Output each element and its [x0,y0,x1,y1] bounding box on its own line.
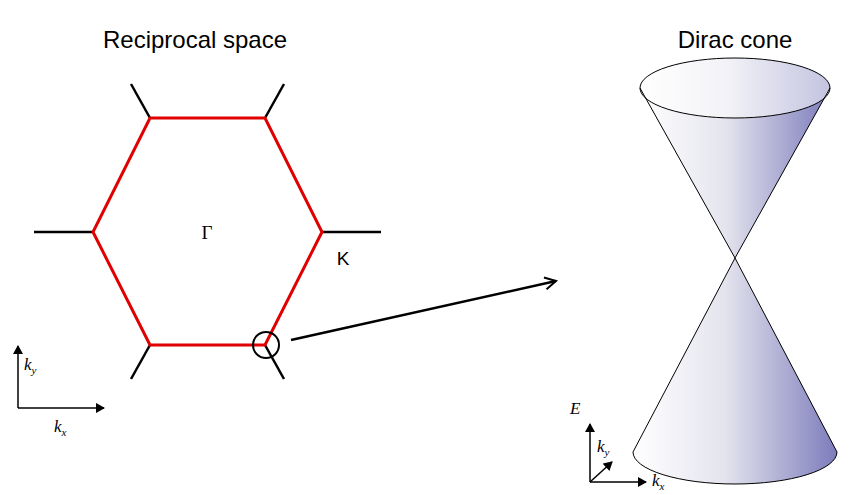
cone-edge [640,88,735,258]
point-label: Γ [202,223,213,242]
cone-edge [735,88,830,258]
axis-kx [18,407,104,409]
point-label: K [337,249,350,268]
axis-ky [590,462,612,482]
axis-e [589,424,591,482]
axis-label: ky [597,438,609,458]
zoom-arrow [291,281,556,340]
panel-title: Reciprocal space [103,28,287,52]
brillouin-zone [93,118,322,345]
axis-label: kx [54,418,66,438]
axis-ky [17,346,19,408]
upper-cone [640,58,830,258]
axis-label: E [570,400,580,417]
axis-kx [590,481,646,483]
cone-top-rim [640,58,830,118]
lower-cone [633,258,837,484]
zone-spokes [34,84,381,379]
panel-title: Dirac cone [678,28,793,52]
axis-label: ky [24,356,36,376]
zoom-circle [253,332,279,358]
axis-label: kx [652,472,664,492]
